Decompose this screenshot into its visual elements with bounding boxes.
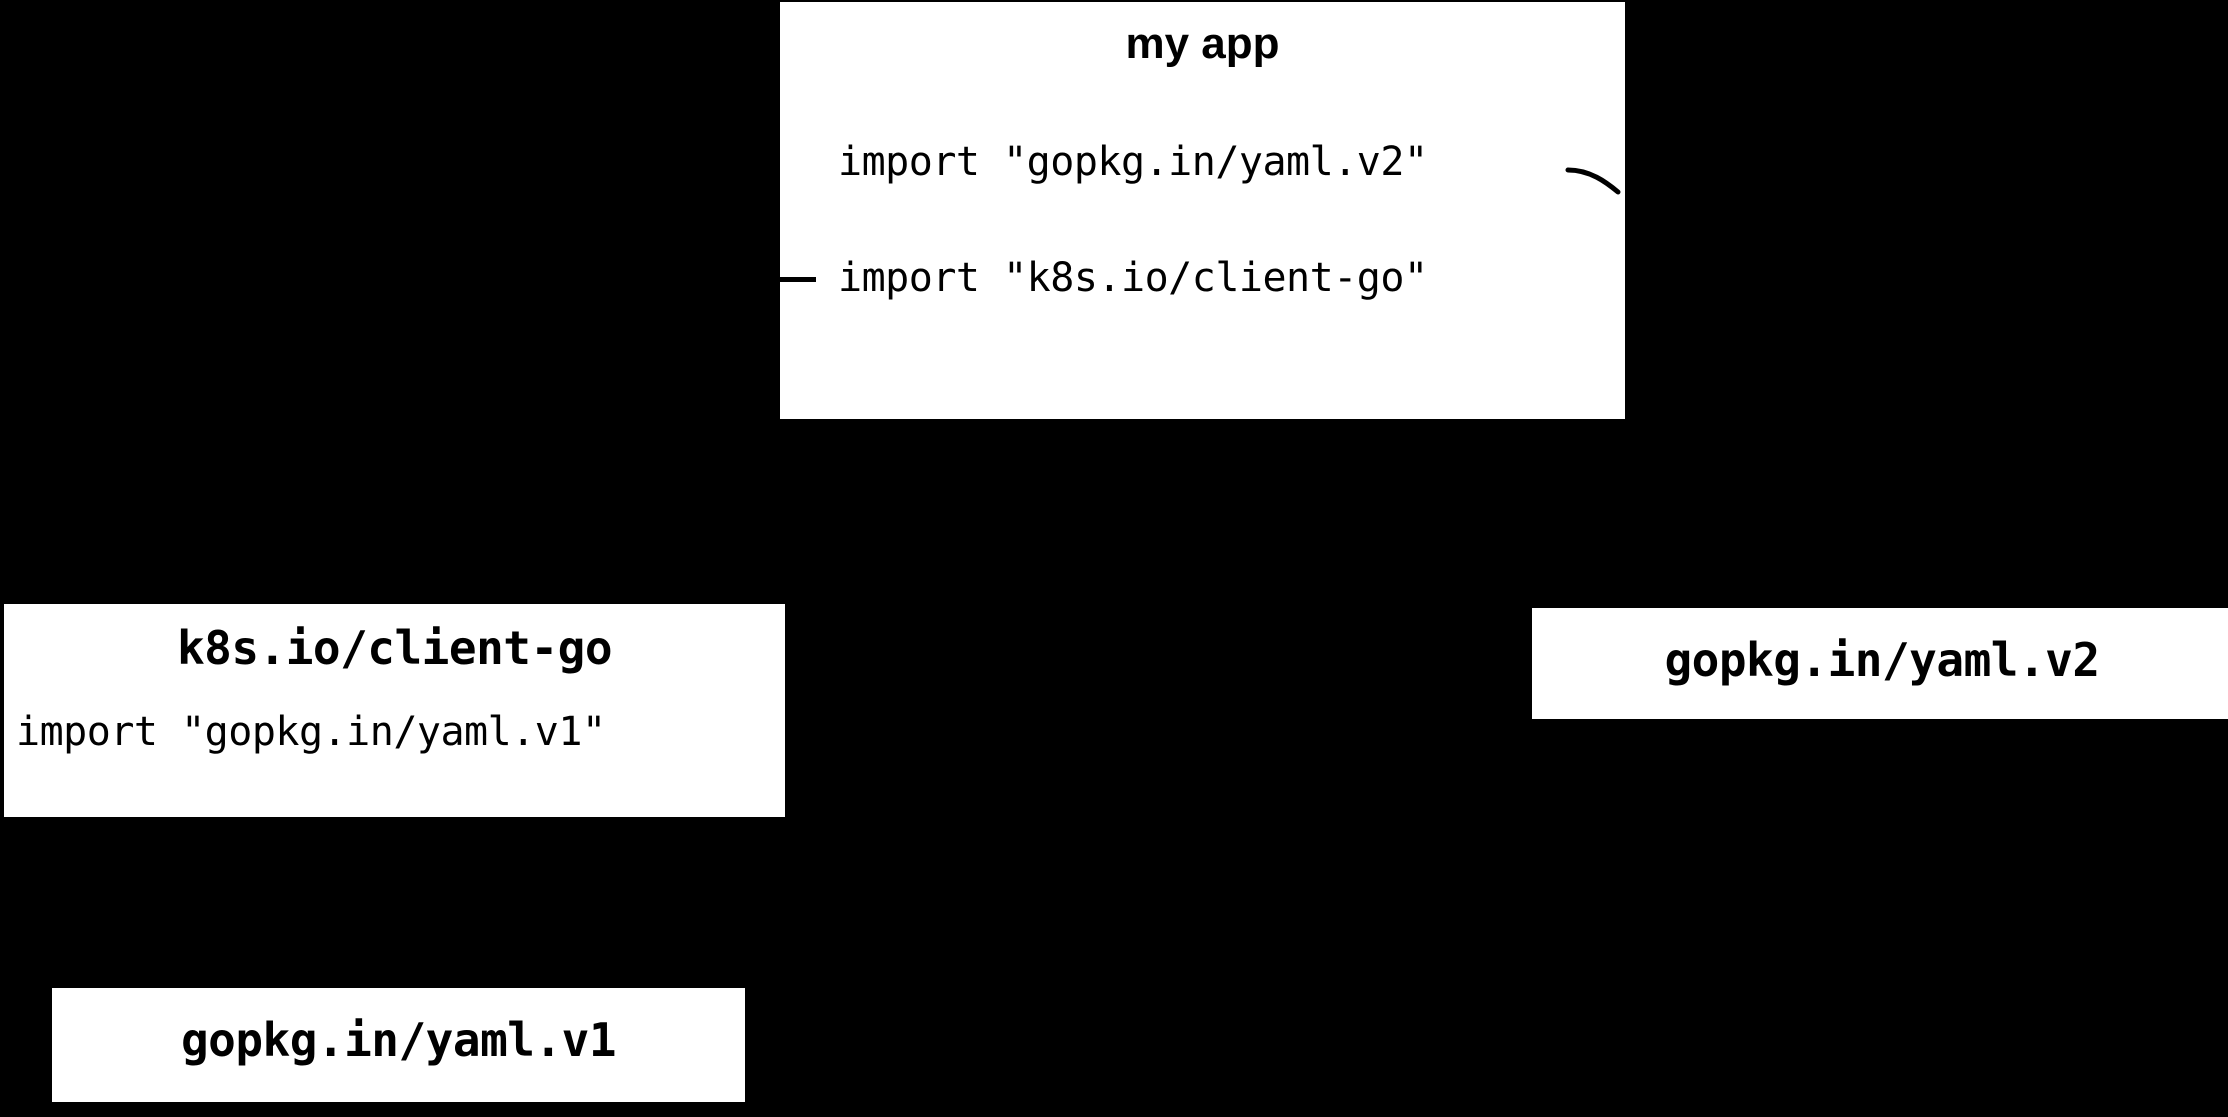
node-k8s-io-client-go[interactable]: k8s.io/client-go import "gopkg.in/yaml.v… — [4, 604, 785, 817]
import-statement-k8s-client-go: import "k8s.io/client-go" — [838, 255, 1428, 301]
edge-curve-my-app-to-gopkg-yaml-v2 — [1565, 167, 1621, 195]
import-statement-gopkg-yaml-v2: import "gopkg.in/yaml.v2" — [838, 139, 1428, 185]
node-title-k8s-io-client-go: k8s.io/client-go — [176, 621, 613, 675]
node-title-my-app: my app — [1125, 19, 1280, 68]
import-statement-gopkg-yaml-v1: import "gopkg.in/yaml.v1" — [16, 709, 606, 755]
node-gopkg-in-yaml-v1[interactable]: gopkg.in/yaml.v1 — [52, 988, 745, 1102]
node-title-gopkg-in-yaml-v1: gopkg.in/yaml.v1 — [180, 1013, 617, 1067]
node-gopkg-in-yaml-v2[interactable]: gopkg.in/yaml.v2 — [1532, 608, 2228, 719]
node-title-gopkg-in-yaml-v2: gopkg.in/yaml.v2 — [1664, 633, 2100, 687]
edge-stub-my-app-to-k8s-client-go — [778, 277, 816, 282]
node-my-app[interactable]: my app import "gopkg.in/yaml.v2" import … — [778, 2, 1625, 419]
